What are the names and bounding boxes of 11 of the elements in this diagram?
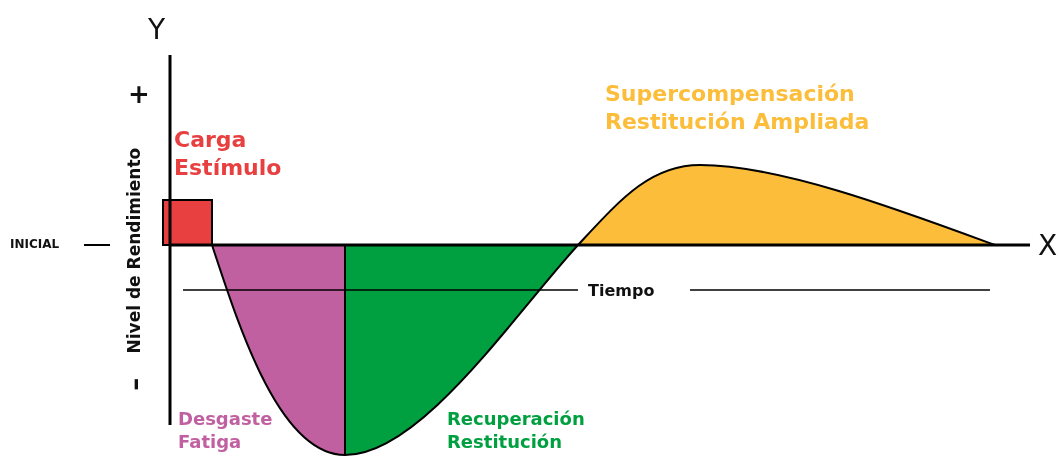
recovery-label: Recuperación Restitución [447,408,586,453]
axis-label: X [1038,228,1058,263]
axis-title: Nivel de Rendimiento [124,147,146,353]
supercompensation-label: Supercompensación Restitución Ampliada [605,80,871,135]
plus-sign: + [128,78,150,111]
fatigue-label: Desgaste Fatiga [178,408,274,453]
stimulus-label: Carga Estímulo [174,126,283,181]
axis-label: Y [148,12,166,47]
minus-sign: – [118,377,151,391]
time-label: Tiempo [588,281,655,301]
baseline-label: INICIAL [10,237,60,252]
